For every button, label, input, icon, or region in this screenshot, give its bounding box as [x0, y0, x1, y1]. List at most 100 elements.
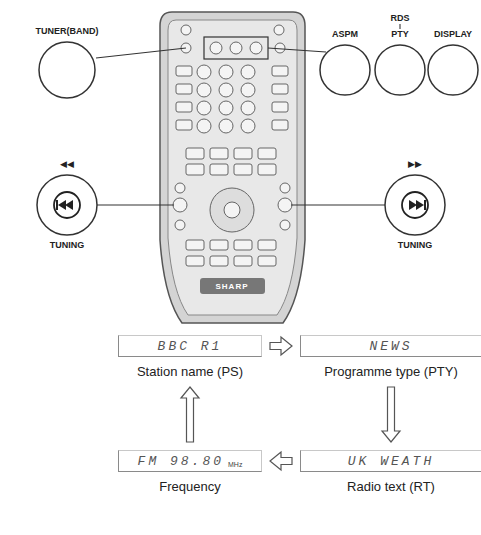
- remote-button: [250, 42, 262, 54]
- button-label: ASPM: [332, 29, 358, 40]
- skip-icon: [402, 192, 428, 218]
- remote-button: [258, 240, 276, 250]
- button-circle: [373, 43, 427, 97]
- display-caption: Station name (PS): [118, 364, 262, 379]
- leader-line: [97, 204, 174, 205]
- remote-button: [210, 256, 228, 266]
- remote-button: [234, 240, 252, 250]
- remote-button: [219, 65, 233, 79]
- remote-button: [219, 101, 233, 115]
- leader-line: [96, 48, 186, 58]
- remote-button: [234, 256, 252, 266]
- remote-button: [176, 102, 192, 112]
- button-circle: [426, 43, 480, 97]
- remote-button: [241, 83, 255, 97]
- display-panel: UK WEATH Radio text (RT): [300, 450, 481, 494]
- remote-button: [219, 119, 233, 133]
- display-panel: FM 98.80MHzFrequency: [118, 450, 262, 494]
- remote-button: [258, 148, 276, 159]
- display-screen: BBC R1: [118, 335, 262, 357]
- remote-button: [197, 83, 211, 97]
- remote-button: [258, 164, 276, 175]
- remote-button: [219, 83, 233, 97]
- remote-button: [176, 120, 192, 130]
- remote-button: [224, 202, 240, 218]
- button-callout: RDS PTY: [373, 13, 427, 100]
- remote-button: [197, 119, 211, 133]
- flow-arrow: [270, 337, 292, 355]
- button-label: DISPLAY: [434, 29, 472, 40]
- display-panel: BBC R1 Station name (PS): [118, 335, 262, 379]
- button-circle: [383, 173, 447, 237]
- remote-button: [186, 164, 204, 175]
- nav-pad: [210, 188, 254, 232]
- remote-button: [186, 148, 204, 159]
- button-label: PTY: [391, 29, 409, 40]
- flow-arrow: [181, 387, 199, 442]
- remote-button: [210, 42, 222, 54]
- button-callout: ASPM: [318, 29, 372, 100]
- remote-button: [234, 148, 252, 159]
- remote-button: [230, 42, 242, 54]
- remote-button: [272, 66, 288, 76]
- button-callout: ◀◀ TUNING: [35, 159, 99, 251]
- leader-line: [291, 204, 385, 205]
- button-callout: DISPLAY: [426, 29, 480, 100]
- remote-buttons: [173, 25, 292, 266]
- remote-button: [280, 220, 290, 230]
- button-label: ◀◀: [60, 159, 74, 170]
- remote-button: [197, 65, 211, 79]
- remote-button: [272, 102, 288, 112]
- remote-face: [168, 20, 297, 315]
- button-label: TUNER(BAND): [36, 26, 99, 37]
- remote-button: [274, 25, 284, 35]
- button-group-outline: [204, 37, 268, 59]
- remote-body: [160, 12, 305, 323]
- display-screen: UK WEATH: [300, 450, 481, 472]
- remote-button: [173, 198, 187, 212]
- display-caption: Programme type (PTY): [300, 364, 481, 379]
- flow-arrow: [382, 387, 400, 442]
- brand-logo: SHARP: [215, 282, 248, 291]
- remote-button: [186, 256, 204, 266]
- remote-button: [210, 148, 228, 159]
- remote-button: [176, 84, 192, 94]
- display-screen: NEWS: [300, 335, 481, 357]
- display-caption: Radio text (RT): [300, 479, 481, 494]
- remote-button: [272, 84, 288, 94]
- button-label: TUNING: [398, 240, 433, 251]
- remote-button: [176, 66, 192, 76]
- button-circle: [318, 43, 372, 97]
- button-circle: [35, 173, 99, 237]
- remote-button: [241, 65, 255, 79]
- remote-button: [175, 220, 185, 230]
- display-panel: NEWS Programme type (PTY): [300, 335, 481, 379]
- remote-button: [278, 198, 292, 212]
- remote-button: [186, 240, 204, 250]
- button-label: ▶▶: [408, 159, 422, 170]
- button-label: TUNING: [50, 240, 85, 251]
- remote-button: [234, 164, 252, 175]
- button-circle: [37, 40, 97, 100]
- display-screen: FM 98.80MHz: [118, 450, 262, 472]
- remote-button: [210, 240, 228, 250]
- display-readout: BBC R1: [158, 339, 223, 354]
- display-readout: NEWS: [369, 339, 412, 354]
- remote-button: [175, 183, 185, 193]
- skip-icon: [54, 192, 80, 218]
- remote-button: [241, 101, 255, 115]
- leader-line: [268, 48, 326, 52]
- remote-brand-bar: [200, 278, 265, 294]
- remote-button: [258, 256, 276, 266]
- remote-button: [210, 164, 228, 175]
- button-callout: ▶▶ TUNING: [383, 159, 447, 251]
- label-divider: [399, 24, 401, 29]
- display-readout: UK WEATH: [348, 454, 434, 469]
- remote-button: [280, 183, 290, 193]
- remote-button: [181, 25, 191, 35]
- button-callout: TUNER(BAND): [36, 26, 99, 103]
- remote-button: [241, 119, 255, 133]
- flow-arrow: [270, 452, 292, 470]
- button-label: RDS: [390, 13, 409, 24]
